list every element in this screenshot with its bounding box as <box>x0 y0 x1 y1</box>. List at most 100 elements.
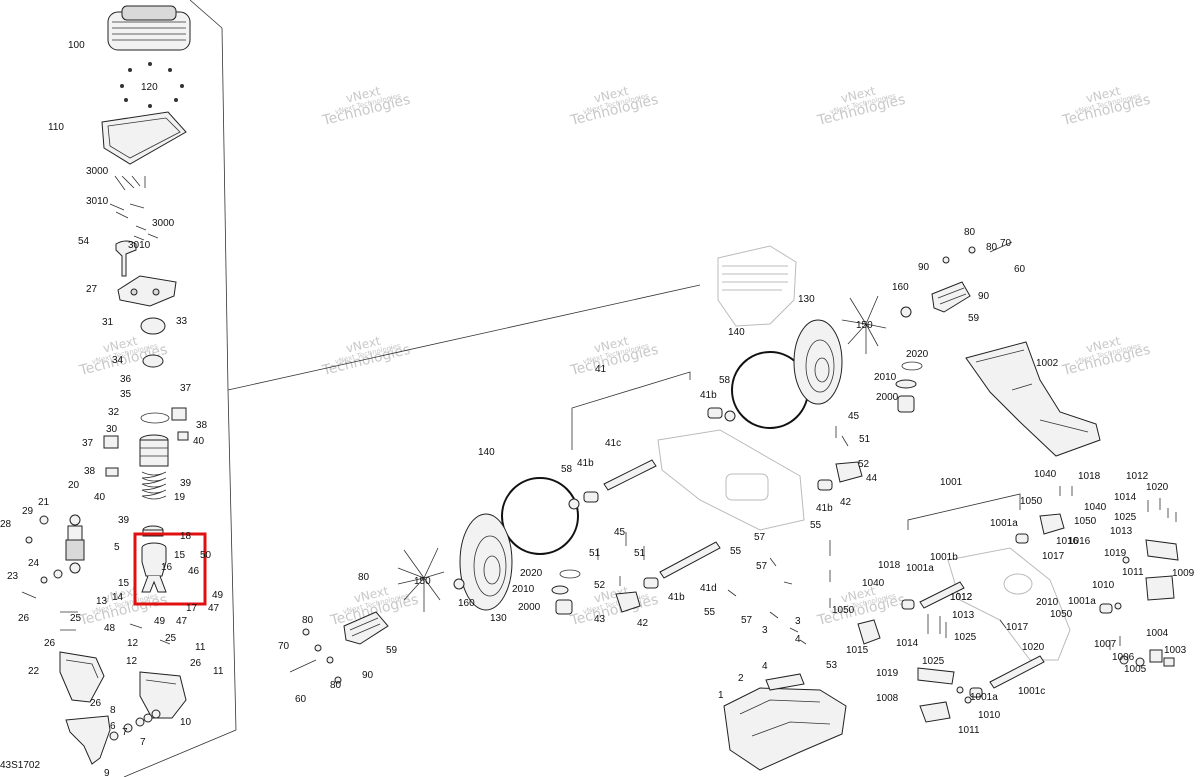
column-border-right-lower <box>227 389 237 731</box>
part-58-washer-2 <box>568 498 580 510</box>
callout-label: 12 <box>126 656 138 667</box>
part-41b-bushing-4 <box>817 479 833 491</box>
callout-label: 150 <box>856 320 873 331</box>
callout-label: 80 <box>964 227 976 238</box>
callout-label: 1016 <box>1056 536 1079 547</box>
callout-label: 1050 <box>1020 496 1043 507</box>
callout-label: 1004 <box>1146 628 1169 639</box>
callout-label: 48 <box>104 623 116 634</box>
part-60-rod-left <box>289 659 317 673</box>
callout-label: 1040 <box>862 578 885 589</box>
part-19-spring <box>141 471 167 500</box>
callout-label: 41c <box>605 438 621 449</box>
callout-label: 20 <box>68 480 80 491</box>
callout-label: 26 <box>18 613 30 624</box>
callout-label: 32 <box>108 407 120 418</box>
callout-label: 2000 <box>876 392 899 403</box>
callout-label: 160 <box>892 282 909 293</box>
callout-label: 58 <box>719 375 731 386</box>
part-38-clip-left <box>105 467 119 477</box>
callout-label: 80 <box>358 572 370 583</box>
callout-label: 1001a <box>990 518 1018 529</box>
part-130-cover-left <box>459 513 513 611</box>
ghost-swing-arm <box>657 429 805 531</box>
callout-label: 2020 <box>520 568 543 579</box>
part-1019-plate-bottom <box>917 667 955 685</box>
callout-label: 41 <box>595 364 607 375</box>
callout-label: 1012 <box>950 592 973 603</box>
part-110-gasket <box>101 111 187 165</box>
callout-label: 26 <box>190 658 202 669</box>
callout-label: 57 <box>754 532 766 543</box>
callout-label: 140 <box>728 327 745 338</box>
callout-label: 3 <box>795 616 801 627</box>
part-1001a-bushing-1 <box>1015 533 1029 544</box>
callout-label: 80 <box>330 680 342 691</box>
callout-label: 25 <box>70 613 82 624</box>
callout-label: 26 <box>90 698 102 709</box>
part-1002-housing <box>965 341 1101 457</box>
callout-label: 1018 <box>1078 471 1101 482</box>
callout-label: 39 <box>118 515 130 526</box>
part-1006-washer <box>1119 655 1129 665</box>
callout-label: 37 <box>82 438 94 449</box>
callout-label: 31 <box>102 317 114 328</box>
part-1-frame <box>723 687 847 771</box>
callout-label: 110 <box>48 122 64 133</box>
part-41d-shaft <box>659 541 721 579</box>
callout-label: 1012 <box>1126 471 1149 482</box>
callout-label: 70 <box>1000 238 1012 249</box>
callout-label: 2010 <box>512 584 535 595</box>
callout-label: 24 <box>28 558 40 569</box>
callout-label: 15 <box>118 578 130 589</box>
callout-label: 1017 <box>1042 551 1065 562</box>
callout-label: 4 <box>762 661 768 672</box>
callout-label: 1001 <box>940 477 963 488</box>
callout-label: 16 <box>161 562 173 573</box>
callout-label: 15 <box>174 550 186 561</box>
callout-label: 57 <box>756 561 768 572</box>
callout-label: 53 <box>826 660 838 671</box>
callout-label: 21 <box>38 497 50 508</box>
callout-label: 1025 <box>954 632 977 643</box>
callout-label: 30 <box>106 424 118 435</box>
callout-label: 90 <box>918 262 930 273</box>
part-1016-clamp <box>1039 513 1065 535</box>
left-column-parts <box>21 0 701 777</box>
callout-label: 1013 <box>952 610 975 621</box>
column-border-top <box>189 0 223 29</box>
callout-label: 1019 <box>876 668 899 679</box>
callout-label: 49 <box>154 616 166 627</box>
callout-label: 25 <box>165 633 177 644</box>
callout-label: 58 <box>561 464 573 475</box>
part-60-rod-right <box>989 241 1013 253</box>
part-3000-fasteners <box>109 175 159 241</box>
part-34-spring-seat <box>142 354 164 368</box>
callout-label: 34 <box>112 355 124 366</box>
callout-label: 60 <box>295 694 307 705</box>
part-12-upper-housing <box>139 671 187 719</box>
callout-label: 1001a <box>906 563 934 574</box>
callout-label: 7 <box>140 737 146 748</box>
callout-label: 59 <box>968 313 980 324</box>
part-1001b-shaft <box>919 581 965 609</box>
callout-label: 1009 <box>1172 568 1195 579</box>
callout-label: 41b <box>700 390 717 401</box>
callout-label: 36 <box>120 374 132 385</box>
callout-label: 150 <box>414 576 431 587</box>
callout-label: 26 <box>44 638 56 649</box>
callout-label: 52 <box>858 459 870 470</box>
callout-label: 120 <box>141 82 158 93</box>
part-small-fasteners-right <box>927 486 1177 704</box>
part-58-washer-1 <box>724 410 736 422</box>
callout-label: 2000 <box>518 602 541 613</box>
figure-code: 43S1702 <box>0 760 40 771</box>
part-30-spring-cup <box>139 434 169 467</box>
callout-label: 3 <box>762 625 768 636</box>
callout-label: 1011 <box>1122 567 1144 578</box>
callout-label: 1020 <box>1022 642 1045 653</box>
